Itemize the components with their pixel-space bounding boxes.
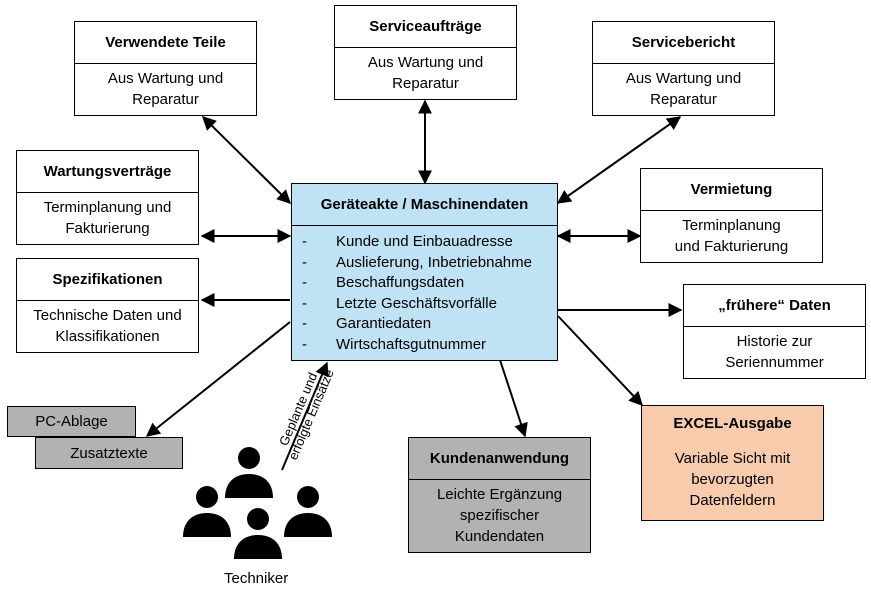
box-body: Leichte Ergänzung spezifischer Kundendat… — [409, 480, 590, 551]
box-title: Serviceaufträge — [335, 6, 516, 48]
list-bullet: - — [302, 233, 307, 250]
box-line: Leichte Ergänzung — [436, 486, 563, 503]
box-kundenanwendung: Kundenanwendung Leichte Ergänzung spezif… — [408, 437, 591, 553]
box-title: Spezifikationen — [17, 259, 198, 301]
box-body: Terminplanung und Fakturierung — [17, 193, 198, 243]
box-line: Aus Wartung und — [625, 70, 742, 87]
list-bullet: - — [302, 294, 307, 312]
list-bullet: - — [302, 315, 307, 332]
person-icon — [225, 447, 273, 498]
box-excel-ausgabe: EXCEL-Ausgabe Variable Sicht mit bevorzu… — [641, 405, 824, 521]
box-line: Aus Wartung und — [107, 70, 224, 87]
box-line: Seriennummer — [725, 354, 824, 371]
techniker-label: Techniker — [224, 570, 289, 587]
center-body: - Kunde und Einbauadresse - Auslieferung, … — [292, 226, 557, 355]
list-text: Letzte Geschäftsvorfälle — [336, 294, 497, 312]
arrow-kundenanwendung — [499, 359, 528, 438]
center-list: - Kunde und Einbauadresse - Auslieferung, … — [292, 232, 557, 355]
arrow-servicebericht — [556, 116, 682, 204]
box-line: Technische Daten und — [33, 307, 182, 324]
arrow-excel — [557, 315, 643, 407]
arrow-pc-ablage — [145, 321, 291, 437]
center-list-item: - Auslieferung, Inbetriebnahme — [292, 253, 557, 274]
box-line: Klassifikationen — [55, 328, 160, 345]
center-title: Geräteakte / Maschinendaten — [292, 184, 557, 226]
list-text: Beschaffungsdaten — [336, 274, 465, 291]
center-list-item: - Letzte Geschäftsvorfälle — [292, 294, 557, 315]
box-title: „frühere“ Daten — [684, 285, 865, 327]
pc-ablage-label: PC-Ablage — [35, 413, 108, 430]
person-icon — [234, 508, 282, 559]
box-wartungsvertraege: Wartungsverträge Terminplanung und Faktu… — [16, 150, 199, 245]
box-body: Terminplanung und Fakturierung — [641, 211, 822, 261]
box-title: EXCEL-Ausgabe — [673, 414, 792, 432]
list-bullet: - — [302, 253, 307, 271]
box-line: Reparatur — [392, 75, 459, 92]
box-line: Fakturierung — [65, 220, 150, 237]
box-line: Datenfeldern — [689, 491, 776, 509]
list-text: Auslieferung, Inbetriebnahme — [336, 253, 532, 271]
box-line: Variable Sicht mit — [674, 449, 791, 467]
arrow-einsaetze — [281, 361, 329, 471]
box-title: Verwendete Teile — [75, 22, 256, 64]
arrow-verwendete-teile — [202, 116, 291, 204]
center-list-item: - Kunde und Einbauadresse — [292, 232, 557, 253]
box-body: Variable Sicht mit bevorzugten Datenfeld… — [642, 440, 823, 518]
list-text: Garantiedaten — [336, 315, 432, 332]
box-verwendete-teile: Verwendete Teile Aus Wartung und Reparat… — [74, 21, 257, 116]
box-line: und Fakturierung — [674, 238, 789, 255]
list-text: Kunde und Einbauadresse — [336, 233, 513, 250]
person-icon — [183, 486, 231, 537]
list-text: Wirtschaftsgutnummer — [336, 335, 487, 353]
box-serviceauftraege: Serviceaufträge Aus Wartung und Reparatu… — [334, 5, 517, 100]
pc-ablage-box: PC-Ablage — [7, 406, 136, 437]
zusatztexte-box: Zusatztexte — [35, 437, 183, 469]
center-list-item: - Beschaffungsdaten — [292, 273, 557, 294]
center-list-item: - Wirtschaftsgutnummer — [292, 335, 557, 356]
box-line: Aus Wartung und — [367, 54, 484, 71]
box-line: Terminplanung und — [43, 199, 172, 216]
box-title: Wartungsverträge — [17, 151, 198, 193]
center-list-item: - Garantiedaten — [292, 314, 557, 335]
box-geraeteakte: Geräteakte / Maschinendaten - Kunde und E… — [291, 183, 558, 361]
techniker-icons — [183, 447, 332, 559]
zusatztexte-label: Zusatztexte — [70, 444, 148, 462]
box-line: Reparatur — [650, 91, 717, 108]
box-line: spezifischer — [459, 507, 540, 524]
list-bullet: - — [302, 274, 307, 291]
box-spezifikationen: Spezifikationen Technische Daten und Kla… — [16, 258, 199, 353]
box-servicebericht: Servicebericht Aus Wartung und Reparatur — [592, 21, 775, 116]
box-line: Terminplanung — [682, 217, 781, 234]
box-body: Technische Daten und Klassifikationen — [17, 301, 198, 351]
box-line: bevorzugten — [691, 470, 774, 488]
box-title: Vermietung — [641, 169, 822, 211]
box-line: Historie zur — [736, 333, 813, 350]
box-body: Aus Wartung und Reparatur — [75, 64, 256, 114]
box-vermietung: Vermietung Terminplanung und Fakturierun… — [640, 168, 823, 263]
box-title: Kundenanwendung — [409, 438, 590, 480]
box-line: Kundendaten — [454, 528, 545, 545]
box-body: Aus Wartung und Reparatur — [335, 48, 516, 98]
box-body: Historie zur Seriennummer — [684, 327, 865, 377]
list-bullet: - — [302, 335, 307, 353]
box-line: Reparatur — [132, 91, 199, 108]
person-icon — [284, 486, 332, 537]
box-fruehere-daten: „frühere“ Daten Historie zur Seriennumme… — [683, 284, 866, 379]
box-title: Servicebericht — [593, 22, 774, 64]
box-body: Aus Wartung und Reparatur — [593, 64, 774, 114]
